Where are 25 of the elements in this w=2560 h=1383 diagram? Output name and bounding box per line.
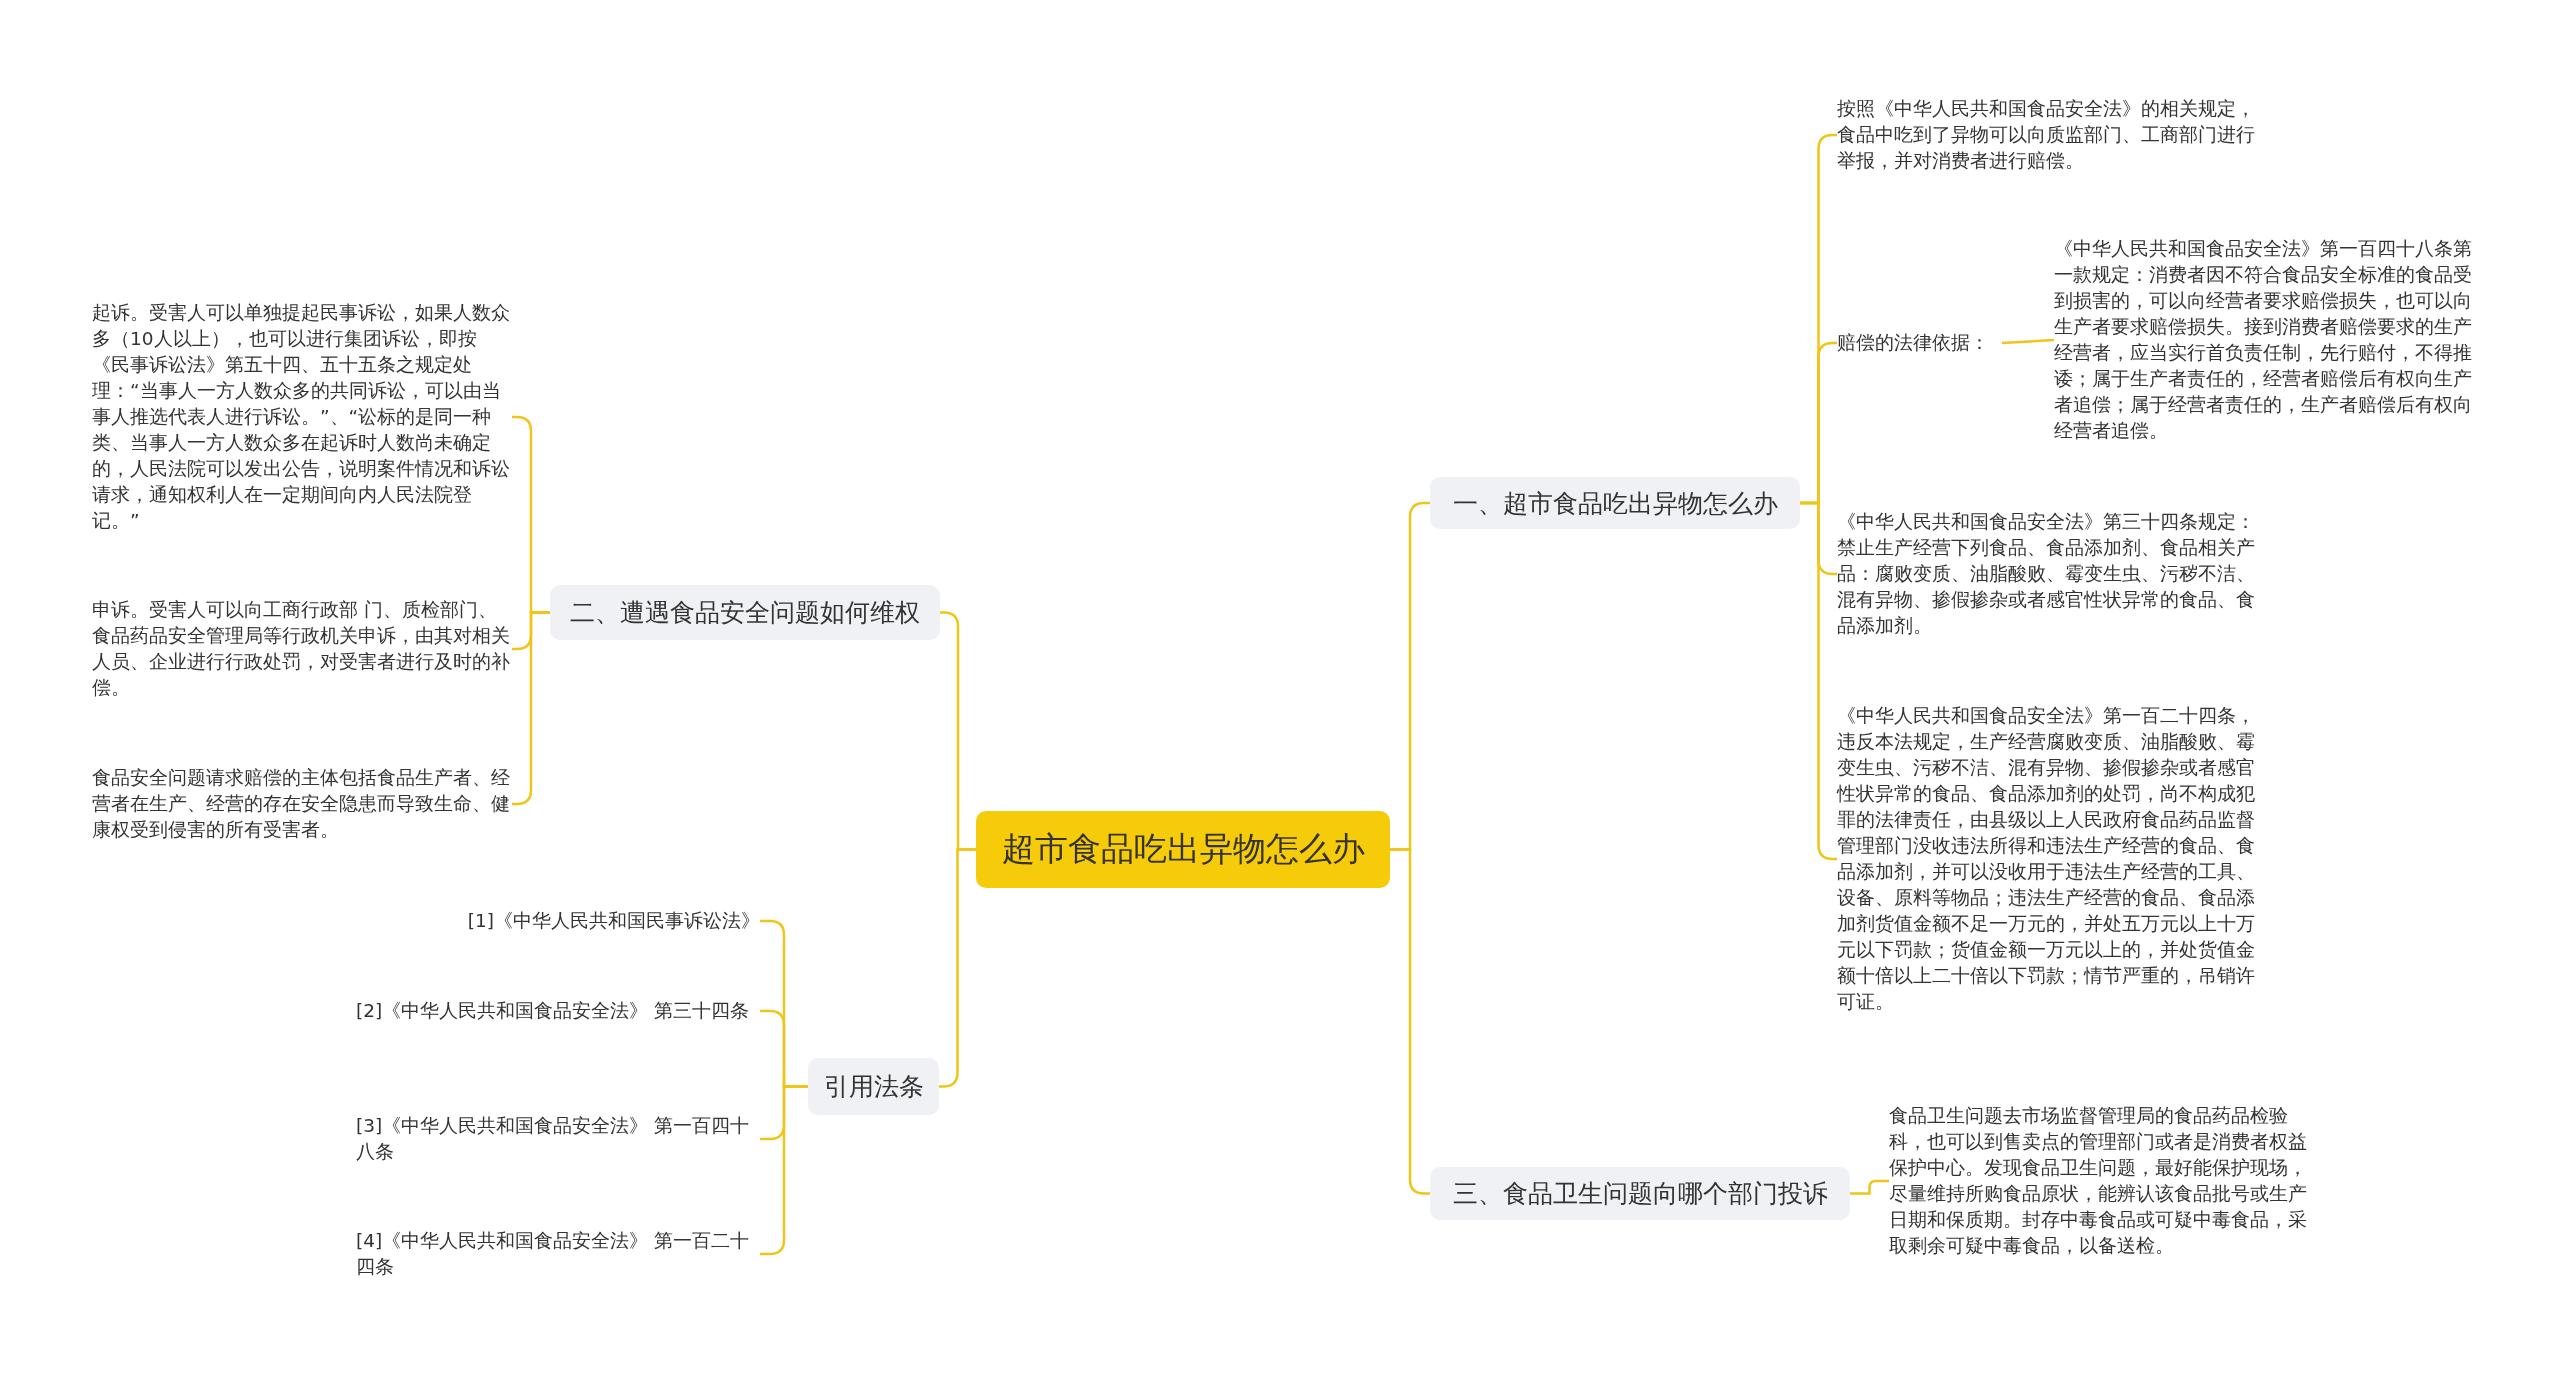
note-text: 《中华人民共和国食品安全法》第一百四十八条第一款规定：消费者因不符合食品安全标准的食品受到损害的，可以向经营者要求赔偿损失，也可以向生产者要求赔偿损失。接到消费者赔偿要求的生产经营者，应当实行首负责任制，先行赔付，不得推诿；属于生产者责任的，经营者赔偿后有权向生产者追偿；属于经营者责任的，生产者赔偿后有权向经营者追偿。 bbox=[2054, 236, 2472, 444]
note-text: [2]《中华人民共和国食品安全法》 第三十四条 bbox=[356, 998, 760, 1024]
note-text: [3]《中华人民共和国食品安全法》 第一百四十八条 bbox=[356, 1113, 760, 1165]
topic-box bbox=[1430, 1167, 1850, 1220]
topic-text: 引用法条 bbox=[823, 1071, 924, 1103]
topic-text: 一、超市食品吃出异物怎么办 bbox=[1452, 487, 1778, 520]
central-topic-text: 超市食品吃出异物怎么办 bbox=[1001, 828, 1365, 870]
central-topic-box bbox=[976, 811, 1390, 888]
note-text: 食品卫生问题去市场监督管理局的食品药品检验科，也可以到售卖点的管理部门或者是消费者权益保护中心。发现食品卫生问题，最好能保护现场，尽量维持所购食品原状，能辨认该食品批号或生产日期和保质期。封存中毒食品或可疑中毒食品，采取剩余可疑中毒食品，以备送检。 bbox=[1889, 1103, 2309, 1259]
note-text: 起诉。受害人可以单独提起民事诉讼，如果人数众多（10人以上），也可以进行集团诉讼，即按《民事诉讼法》第五十四、五十五条之规定处理：“当事人一方人数众多的共同诉讼，可以由当事人推选代表人进行诉讼。”、“讼标的是同一种类、当事人一方人数众多在起诉时人数尚未确定的，人民法院可以发出公告，说明案件情况和诉讼请求，通知权利人在一定期间向内人民法院登记。” bbox=[92, 300, 512, 534]
note-text: 《中华人民共和国食品安全法》第三十四条规定：禁止生产经营下列食品、食品添加剂、食品相关产品：腐败变质、油脂酸败、霉变生虫、污秽不洁、混有异物、掺假掺杂或者感官性状异常的食品、食品添加剂。 bbox=[1837, 509, 2257, 639]
topic-box bbox=[1430, 477, 1800, 529]
note-text: 申诉。受害人可以向工商行政部 门、质检部门、食品药品安全管理局等行政机关申诉，由其对相关人员、企业进行行政处罚，对受害者进行及时的补偿。 bbox=[92, 597, 512, 701]
note-text: 食品安全问题请求赔偿的主体包括食品生产者、经营者在生产、经营的存在安全隐患而导致生命、健康权受到侵害的所有受害者。 bbox=[92, 765, 512, 843]
topic-text: 二、遭遇食品安全问题如何维权 bbox=[570, 597, 920, 629]
topic-box bbox=[550, 585, 940, 640]
note-text: 按照《中华人民共和国食品安全法》的相关规定，食品中吃到了异物可以向质监部门、工商部门进行举报，并对消费者进行赔偿。 bbox=[1837, 96, 2257, 174]
connector-line bbox=[1850, 1179, 1889, 1195]
note-text: 《中华人民共和国食品安全法》第一百二十四条，违反本法规定，生产经营腐败变质、油脂酸败、霉变生虫、污秽不洁、混有异物、掺假掺杂或者感官性状异常的食品、食品添加剂的处罚，尚不构成犯罪的法律责任，由县级以上人民政府食品药品监督管理部门没收违法所得和违法生产经营的食品、食品添加剂，并可以没收用于违法生产经营的工具、设备、原料等物品；违法生产经营的食品、食品添加剂货值金额不足一万元的，并处五万元以上十万元以下罚款；货值金额一万元以上的，并处货值金额十倍以上二十倍以下罚款；情节严重的，吊销许可证。 bbox=[1837, 703, 2257, 1015]
note-text: [1]《中华人民共和国民事诉讼法》 bbox=[330, 908, 760, 934]
note-text: 赔偿的法律依据： bbox=[1837, 330, 2002, 356]
connector-line bbox=[2001, 338, 2055, 345]
topic-box bbox=[808, 1058, 939, 1115]
topic-text: 三、食品卫生问题向哪个部门投诉 bbox=[1452, 1178, 1828, 1210]
note-text: [4]《中华人民共和国食品安全法》 第一百二十四条 bbox=[356, 1228, 760, 1280]
